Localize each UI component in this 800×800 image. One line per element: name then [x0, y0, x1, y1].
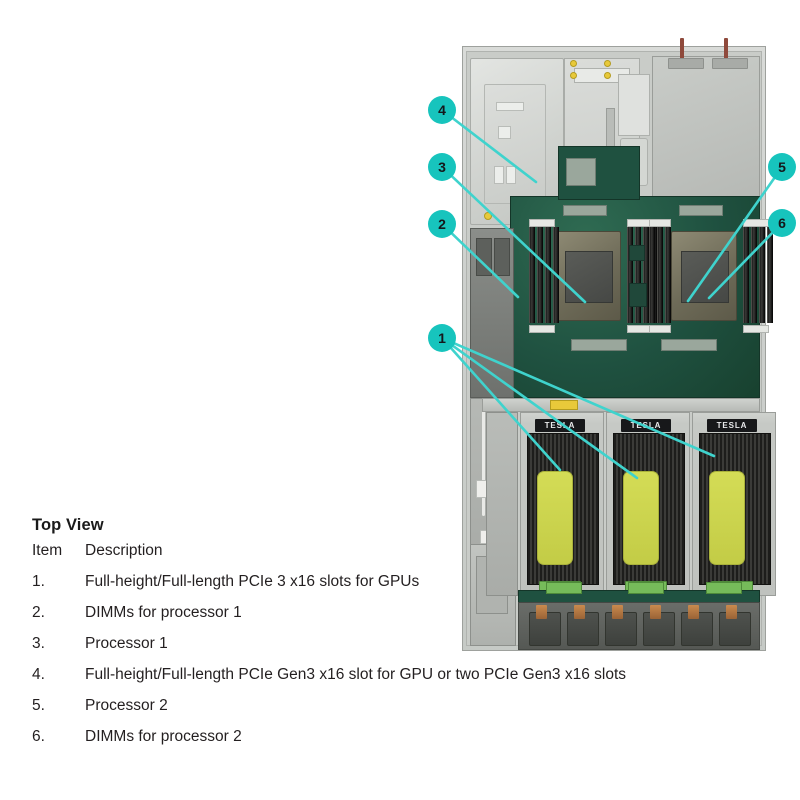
fan-wall: [518, 602, 760, 650]
callout-marker-2[interactable]: 2: [428, 210, 456, 238]
legend-row-6: 6. DIMMs for processor 2: [30, 728, 450, 759]
release-tab: [604, 60, 611, 67]
server-top-view-photo: TESLA TESLA TESLA: [462, 38, 776, 651]
gpu-rail-tab: [550, 400, 578, 410]
release-tab: [604, 72, 611, 79]
psu-vent: [712, 58, 748, 69]
board-header: [571, 339, 627, 351]
board-connector: [563, 205, 607, 216]
fan-connector: [574, 605, 585, 619]
fan-connector: [688, 605, 699, 619]
dimm-bank-cpu2-left: [649, 227, 671, 323]
processor-1-socket: [555, 231, 621, 321]
dimm-latch: [649, 325, 671, 333]
psu-vent: [668, 58, 704, 69]
legend-item-number: 3.: [32, 635, 45, 652]
legend-item-description: Full-height/Full-length PCIe Gen3 x16 sl…: [85, 666, 627, 683]
fan-module: [605, 605, 637, 646]
fan-module: [567, 605, 599, 646]
gpu-card-3: TESLA: [692, 412, 776, 596]
page-title: Top View: [32, 516, 104, 534]
legend-item-description: Processor 1: [85, 635, 168, 652]
callout-marker-4[interactable]: 4: [428, 96, 456, 124]
drive-module: [494, 238, 510, 276]
legend-row-1: 1. Full-height/Full-length PCIe 3 x16 sl…: [30, 573, 450, 604]
shroud-marking: [496, 102, 524, 111]
callout-marker-1[interactable]: 1: [428, 324, 456, 352]
system-board: [510, 196, 773, 398]
legend-item-description: DIMMs for processor 2: [85, 728, 242, 745]
gpu-brand-label: TESLA: [621, 419, 671, 432]
gpu-accent-panel: [709, 471, 745, 565]
gpu-accent-panel: [623, 471, 659, 565]
legend-header-description: Description: [85, 542, 163, 559]
drive-module: [476, 238, 492, 276]
legend-item-number: 5.: [32, 697, 45, 714]
board-chip: [629, 283, 647, 307]
dimm-latch: [529, 219, 555, 227]
dimm-latch: [529, 325, 555, 333]
psu-handle: [680, 38, 684, 60]
dimm-bank-cpu1-left: [529, 227, 559, 323]
legend-item-description: Processor 2: [85, 697, 168, 714]
fan-connector: [726, 605, 737, 619]
release-tab: [570, 60, 577, 67]
fan-module: [719, 605, 751, 646]
dimm-latch: [743, 219, 769, 227]
legend-item-number: 2.: [32, 604, 45, 621]
gpu-card-2: TESLA: [606, 412, 690, 596]
legend-item-description: DIMMs for processor 1: [85, 604, 242, 621]
gpu-retention-rail: [482, 398, 760, 412]
legend-item-description: Full-height/Full-length PCIe 3 x16 slots…: [85, 573, 420, 590]
dimm-latch: [649, 219, 671, 227]
processor-2-socket: [671, 231, 737, 321]
fan-module: [643, 605, 675, 646]
callout-marker-3[interactable]: 3: [428, 153, 456, 181]
legend-item-number: 1.: [32, 573, 45, 590]
callout-marker-5[interactable]: 5: [768, 153, 796, 181]
legend-row-4: 4. Full-height/Full-length PCIe Gen3 x16…: [30, 666, 626, 697]
shroud-marking: [494, 166, 504, 184]
gpu-brand-label: TESLA: [707, 419, 757, 432]
legend-row-2: 2. DIMMs for processor 1: [30, 604, 450, 635]
bmc-chip: [566, 158, 596, 186]
legend-row-5: 5. Processor 2: [30, 697, 450, 728]
io-module: [618, 74, 650, 136]
legend-row-3: 3. Processor 1: [30, 635, 450, 666]
fan-module: [529, 605, 561, 646]
board-connector: [679, 205, 723, 216]
processor-1-die: [564, 251, 614, 303]
release-tab: [484, 212, 492, 220]
fan-connector: [612, 605, 623, 619]
fan-connector: [536, 605, 547, 619]
board-header: [661, 339, 717, 351]
backplane-connector: [546, 582, 582, 594]
empty-pcie-slot: [486, 412, 518, 596]
legend-item-number: 6.: [32, 728, 45, 745]
psu-handle: [724, 38, 728, 60]
shroud-marking: [498, 126, 511, 139]
board-chip: [629, 245, 645, 261]
legend-header-row: Item Description: [30, 542, 450, 573]
dimm-bank-cpu2-right: [743, 227, 773, 323]
dimm-latch: [743, 325, 769, 333]
processor-2-die: [680, 251, 730, 303]
callout-marker-6[interactable]: 6: [768, 209, 796, 237]
gpu-brand-label: TESLA: [535, 419, 585, 432]
gpu-card-1: TESLA: [520, 412, 604, 596]
legend-block: Top View Item Description 1. Full-height…: [30, 516, 626, 759]
fan-connector: [650, 605, 661, 619]
backplane-connector: [706, 582, 742, 594]
release-tab: [570, 72, 577, 79]
shroud-marking: [506, 166, 516, 184]
fan-module: [681, 605, 713, 646]
backplane-connector: [628, 582, 664, 594]
legend-item-number: 4.: [32, 666, 45, 683]
legend-header-item: Item: [32, 542, 63, 559]
gpu-bay: TESLA TESLA TESLA: [482, 412, 776, 596]
gpu-accent-panel: [537, 471, 573, 565]
